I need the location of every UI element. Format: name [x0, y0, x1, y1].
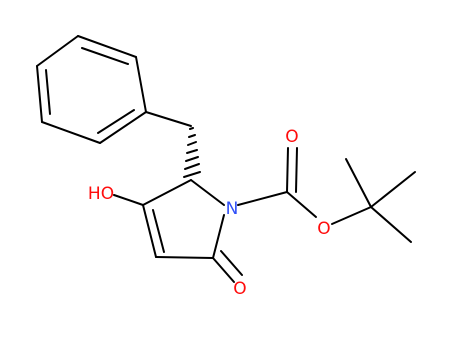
bond-carbamate-o: [286, 147, 289, 193]
bond-benzene-inner-2: [97, 109, 135, 134]
bond-benzene-5: [36, 65, 43, 123]
ester-oxygen-label: O: [317, 219, 330, 239]
lactam-oxygen-label: O: [233, 279, 246, 299]
bond-tbu-right: [370, 171, 416, 208]
bond-benzene-2: [135, 56, 147, 113]
bond-c5-c4: [142, 179, 192, 206]
bond-c3-c2: [155, 256, 214, 259]
tert-butyl-group: [345, 158, 416, 243]
bond-c2-o-lactam-double: [220, 250, 243, 276]
bond-benzene-1: [77, 35, 137, 58]
bond-carbamate-ester-o: [286, 191, 317, 218]
bond-benzene-6: [36, 35, 79, 67]
bond-benzene-inner-3: [45, 69, 51, 115]
carbamate-oxygen-label: O: [285, 127, 298, 147]
bond-c4-c3-double: [152, 209, 165, 253]
bond-tbu-down: [370, 206, 412, 243]
pyrrolinone-ring: [142, 179, 225, 259]
benzene-ring: [36, 35, 147, 144]
bond-n-carbamate: [237, 191, 288, 206]
bond-benzene-3: [99, 111, 147, 144]
bond-c4-oh: [113, 194, 144, 206]
bond-benzene-4: [41, 121, 101, 144]
hashed-wedge-stereo-bond: [183, 127, 201, 178]
bond-c4-c3: [142, 204, 157, 258]
bond-carbamate-o-double: [295, 147, 298, 193]
bond-c2-n1: [212, 214, 225, 259]
nitrogen-label: N: [226, 199, 239, 219]
bond-benzene-inner-1: [81, 47, 129, 65]
bond-tbu-up: [345, 158, 372, 208]
hydroxyl-label: HO: [88, 184, 114, 204]
bond-c2-o-lactam: [212, 257, 235, 283]
bond-c5-n1: [190, 179, 225, 206]
bond-ester-o-tbu: [331, 206, 372, 225]
bond-ring-to-ch2: [145, 111, 192, 127]
